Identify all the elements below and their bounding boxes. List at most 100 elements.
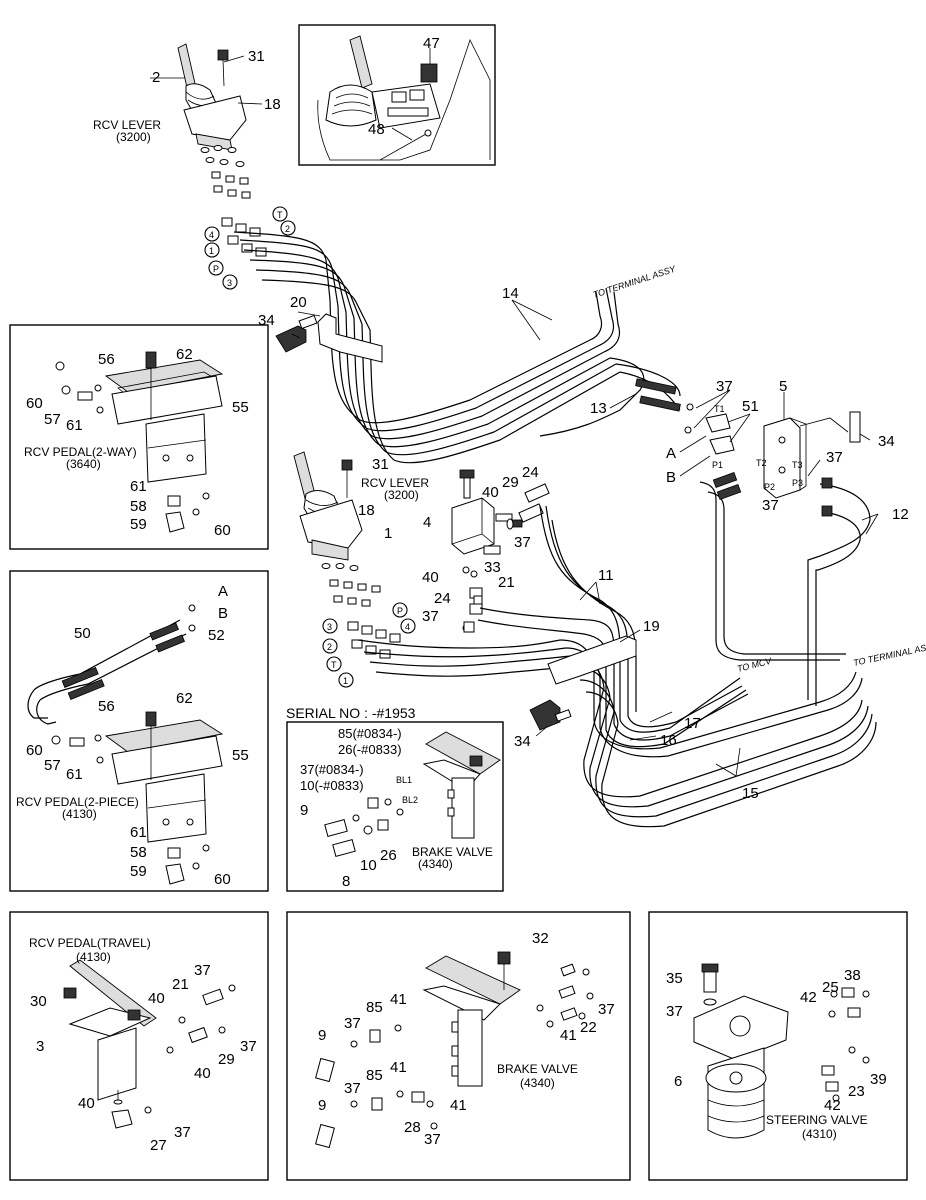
callout-22: 22 [580, 1019, 597, 1036]
callout-12: 12 [892, 506, 909, 523]
callout-20: 20 [290, 294, 307, 311]
bolt-34-lower [529, 699, 572, 731]
callout-9-a: 9 [318, 1027, 326, 1044]
circled-ports-lower [322, 602, 416, 688]
callout-48: 48 [368, 121, 385, 138]
callout-3: 3 [36, 1038, 44, 1055]
label-serial-26: 26(-#0833) [338, 742, 402, 757]
callout-61-a: 61 [66, 417, 83, 434]
callout-37-d: 37 [826, 449, 843, 466]
callout-19: 19 [643, 618, 660, 635]
callout-4: 4 [423, 514, 431, 531]
callout-57-a: 57 [44, 411, 61, 428]
callout-60-a: 60 [26, 395, 43, 412]
label-steering-valve: STEERING VALVE [766, 1113, 868, 1127]
callout-40-a: 40 [482, 484, 499, 501]
cab-inset-illustration [317, 35, 491, 161]
callout-24-b: 24 [434, 590, 451, 607]
callout-40-travel-b: 40 [194, 1065, 211, 1082]
port-T1: T1 [714, 404, 725, 414]
pedal-2way-drawing [55, 351, 224, 533]
rcv-lever-upper [150, 43, 263, 151]
label-rcv-lever: RCV LEVER [93, 118, 161, 132]
block-5 [763, 411, 861, 499]
callout-37-b: 37 [514, 534, 531, 551]
inset-frame-cab [298, 24, 496, 166]
callout-25: 25 [822, 979, 839, 996]
serial-drawing [324, 731, 501, 857]
port-3-lower: 3 [327, 622, 332, 632]
callout-62-a: 62 [176, 346, 193, 363]
callout-33: 33 [484, 559, 501, 576]
callout-18-lower: 18 [358, 502, 375, 519]
frame-pedal-2piece [9, 570, 269, 892]
pedal-travel-drawing [63, 959, 236, 1129]
callout-41-b: 41 [390, 1059, 407, 1076]
port-4-lower: 4 [405, 622, 410, 632]
steering-valve-drawing [693, 963, 870, 1139]
callout-55-b: 55 [232, 747, 249, 764]
port-P2: P2 [764, 482, 775, 492]
callout-31: 31 [248, 48, 265, 65]
callout-5: 5 [779, 378, 787, 395]
callout-62-b: 62 [176, 690, 193, 707]
callout-56-b: 56 [98, 698, 115, 715]
callout-52: 52 [208, 627, 225, 644]
callout-15: 15 [742, 785, 759, 802]
callout-34-lower: 34 [514, 733, 531, 750]
port-T3: T3 [792, 460, 803, 470]
label-brake-valve-code: (4340) [418, 857, 453, 871]
port-1-upper: 1 [209, 246, 214, 256]
callout-60-d: 60 [214, 871, 231, 888]
callout-51: 51 [742, 398, 759, 415]
callout-47: 47 [423, 35, 440, 52]
valve-4 [451, 469, 523, 607]
callout-9-serial: 9 [300, 802, 308, 819]
port-2-upper: 2 [285, 224, 290, 234]
port-P-lower: P [397, 606, 403, 616]
callout-41-d: 41 [560, 1027, 577, 1044]
callout-61-d: 61 [130, 824, 147, 841]
port-P-upper: P [213, 264, 219, 274]
callout-61-c: 61 [66, 766, 83, 783]
callout-17: 17 [684, 715, 701, 732]
callout-29-travel: 29 [218, 1051, 235, 1068]
pipe-bundle-upper [233, 231, 681, 464]
label-brake-valve-2-code: (4340) [520, 1076, 555, 1090]
label-serial-85: 85(#0834-) [338, 726, 402, 741]
callout-38: 38 [844, 967, 861, 984]
callout-37-steer: 37 [666, 1003, 683, 1020]
frame-pedal-2way [9, 324, 269, 550]
label-pedal-2way: RCV PEDAL(2-WAY) [24, 445, 137, 459]
callout-58-a: 58 [130, 498, 147, 515]
callout-35: 35 [666, 970, 683, 987]
port-BL2: BL2 [402, 795, 418, 805]
callout-37-travel-c: 37 [174, 1124, 191, 1141]
rcv-lever-lower [293, 451, 363, 561]
callout-8: 8 [342, 873, 350, 890]
port-1-lower: 1 [343, 676, 348, 686]
callout-24-a: 24 [522, 464, 539, 481]
callout-29: 29 [502, 474, 519, 491]
callout-40-travel-c: 40 [78, 1095, 95, 1112]
port-T2: T2 [756, 458, 767, 468]
label-to-mcv: TO MCV [736, 656, 773, 674]
callout-85-a: 85 [366, 999, 383, 1016]
port-3-upper: 3 [227, 278, 232, 288]
fittings-lower [321, 563, 401, 659]
callout-18: 18 [264, 96, 281, 113]
callout-11: 11 [598, 567, 614, 584]
callout-26: 26 [380, 847, 397, 864]
frame-pedal-travel [9, 911, 269, 1181]
callout-B-piece: B [218, 605, 228, 622]
fittings-51 [684, 403, 735, 455]
label-port-A: A [666, 445, 676, 462]
port-P1: P1 [712, 460, 723, 470]
callout-60-b: 60 [214, 522, 231, 539]
callout-37-travel-a: 37 [194, 962, 211, 979]
port-2-lower: 2 [327, 642, 332, 652]
callout-40-travel-a: 40 [148, 990, 165, 1007]
callout-13: 13 [590, 400, 607, 417]
leader-lines [291, 299, 879, 777]
